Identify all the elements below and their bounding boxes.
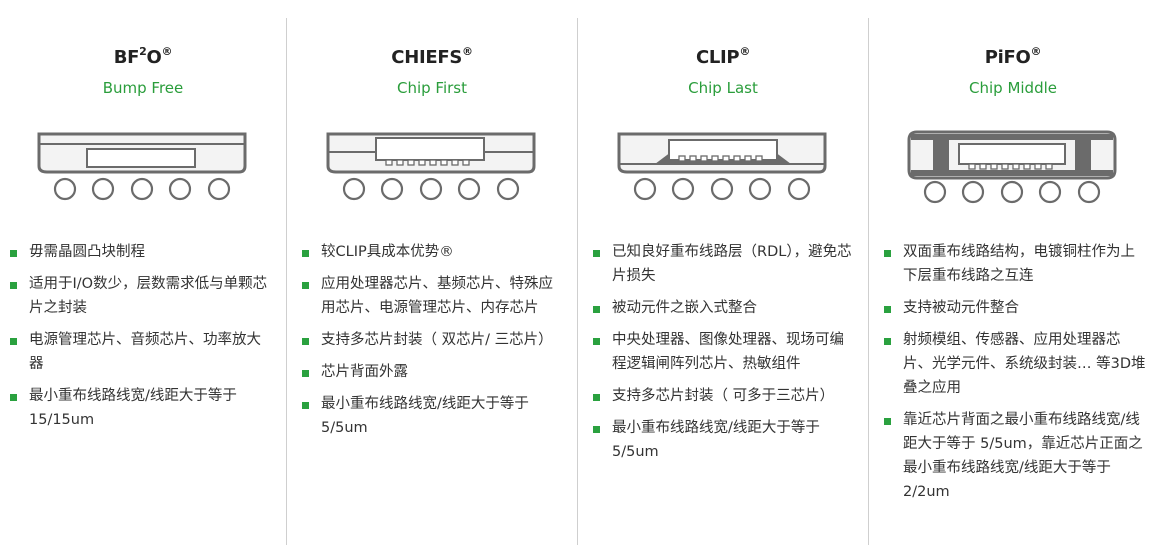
feature-item: 最小重布线路线宽/线距大于等于5/5um bbox=[300, 392, 565, 440]
title-text: BF bbox=[113, 47, 140, 68]
feature-item: 最小重布线路线宽/线距大于等于5/5um bbox=[591, 416, 856, 464]
feature-list: 较CLIP具成本优势® 应用处理器芯片、基频芯片、特殊应用芯片、电源管理芯片、内… bbox=[300, 240, 565, 448]
feature-item: 已知良好重布线路层（RDL），避免芯片损失 bbox=[591, 240, 856, 288]
title-text: CHIEFS bbox=[391, 47, 463, 68]
feature-item: 最小重布线路线宽/线距大于等于15/15um bbox=[8, 384, 270, 432]
column-pifo: PiFO® Chip Middle 双面重布线路结构，电镀铜柱作为上下层重布线路… bbox=[869, 0, 1157, 547]
feature-list: 双面重布线路结构，电镀铜柱作为上下层重布线路之互连 支持被动元件整合 射频模组、… bbox=[882, 240, 1148, 512]
registered-mark: ® bbox=[739, 45, 751, 58]
feature-item: 支持多芯片封装（ 双芯片/ 三芯片） bbox=[300, 328, 565, 352]
column-clip: CLIP® Chip Last 已知良好重布线路层（RDL），避免芯片损失 被动… bbox=[578, 0, 868, 547]
feature-item: 毋需晶圆凸块制程 bbox=[8, 240, 270, 264]
feature-item: 适用于I/O数少，层数需求低与单颗芯片之封装 bbox=[8, 272, 270, 320]
chip-last-package-icon bbox=[617, 132, 827, 201]
column-divider bbox=[577, 18, 578, 545]
feature-item: 中央处理器、图像处理器、现场可编程逻辑闸阵列芯片、热敏组件 bbox=[591, 328, 856, 376]
column-title: PiFO® bbox=[869, 45, 1157, 68]
chip-middle-package-icon bbox=[907, 130, 1117, 204]
column-subtitle: Chip Last bbox=[688, 79, 758, 97]
feature-item: 支持被动元件整合 bbox=[882, 296, 1148, 320]
feature-item: 较CLIP具成本优势® bbox=[300, 240, 565, 264]
column-bf2o: BF2O® Bump Free 毋需晶圆凸块制程 适用于I/O数少，层数需求低与… bbox=[0, 0, 286, 547]
registered-mark: ® bbox=[462, 45, 473, 58]
bf2o-package-icon bbox=[37, 132, 247, 201]
feature-item: 双面重布线路结构，电镀铜柱作为上下层重布线路之互连 bbox=[882, 240, 1148, 288]
column-subtitle: Bump Free bbox=[102, 79, 184, 97]
registered-mark: ® bbox=[161, 45, 173, 58]
column-subtitle: Chip Middle bbox=[969, 79, 1057, 97]
title-text: PiFO bbox=[984, 47, 1031, 68]
column-divider bbox=[868, 18, 869, 545]
feature-item: 射频模组、传感器、应用处理器芯片、光学元件、系统级封装… 等3D堆叠之应用 bbox=[882, 328, 1148, 400]
chip-first-package-icon bbox=[326, 132, 536, 201]
column-title: CLIP® bbox=[578, 45, 868, 68]
feature-item: 被动元件之嵌入式整合 bbox=[591, 296, 856, 320]
feature-item: 靠近芯片背面之最小重布线路线宽/线距大于等于 5/5um，靠近芯片正面之最小重布… bbox=[882, 408, 1148, 504]
column-divider bbox=[286, 18, 287, 545]
column-chiefs: CHIEFS® Chip First 较CLIP具成本优势® 应用处理器芯片、基… bbox=[287, 0, 577, 547]
feature-item: 电源管理芯片、音频芯片、功率放大器 bbox=[8, 328, 270, 376]
feature-item: 芯片背面外露 bbox=[300, 360, 565, 384]
title-text-end: O bbox=[146, 47, 162, 68]
title-text: CLIP bbox=[695, 47, 740, 68]
registered-mark: ® bbox=[1030, 45, 1042, 58]
feature-item: 应用处理器芯片、基频芯片、特殊应用芯片、电源管理芯片、内存芯片 bbox=[300, 272, 565, 320]
feature-item: 支持多芯片封装（ 可多于三芯片） bbox=[591, 384, 856, 408]
column-title: BF2O® bbox=[0, 45, 286, 68]
title-superscript: 2 bbox=[139, 45, 147, 58]
feature-list: 已知良好重布线路层（RDL），避免芯片损失 被动元件之嵌入式整合 中央处理器、图… bbox=[591, 240, 856, 472]
column-title: CHIEFS® bbox=[287, 45, 577, 68]
feature-list: 毋需晶圆凸块制程 适用于I/O数少，层数需求低与单颗芯片之封装 电源管理芯片、音… bbox=[8, 240, 270, 440]
column-subtitle: Chip First bbox=[396, 79, 467, 97]
